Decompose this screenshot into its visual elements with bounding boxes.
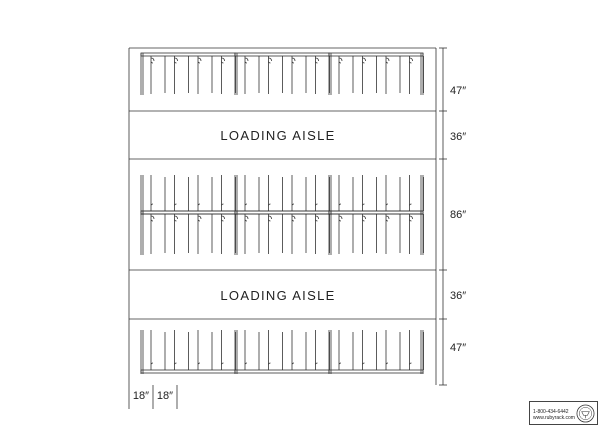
hanger-hook [385,214,390,254]
dimension-label: 36″ [450,290,466,302]
hanger-hook [150,214,155,254]
rack-rail [140,210,236,215]
hanger-hook [197,214,202,254]
rack-unit [140,330,236,374]
rack-units [140,52,424,374]
rack-rail [328,52,424,57]
rack-rail [328,210,424,215]
rack-unit [234,175,330,215]
hanger-hook [409,330,412,370]
dimension-line [439,47,447,386]
hanger-hook [385,330,389,370]
rack-rail [234,369,330,374]
hanger-hook [174,56,178,94]
hanger-hook [221,330,224,370]
rack-rail [328,210,424,215]
hanger-hook [268,214,272,254]
rack-unit [234,210,330,255]
hanger-hook [174,214,178,254]
hanger-hook [197,330,201,370]
rack-rail [234,52,330,57]
rack-unit [328,175,424,215]
hanger-hook [244,56,249,94]
hanger-hook [409,56,413,94]
hanger-hook [291,56,296,94]
ruby-rack-seal-icon [576,404,595,423]
hanger-hook [268,175,271,211]
hanger-hook [362,330,365,370]
hanger-hook [315,56,319,94]
rack-rail [328,369,424,374]
rack-unit [328,210,424,255]
spacing-label: 18″ [133,390,149,402]
hanger-hook [197,175,201,211]
hanger-hook [174,330,177,370]
hanger-hook [174,175,177,211]
hanger-hook [338,56,343,94]
hanger-hook [244,214,249,254]
rack-unit [234,52,330,95]
spacing-dimension-line [128,385,178,409]
hanger-hook [291,175,295,211]
company-phone: 1-800-434-6442 [533,409,569,415]
hanger-hook [150,175,154,211]
rack-rail [234,210,330,215]
hanger-hook [409,214,413,254]
rack-unit [140,210,236,255]
spacing-label: 18″ [157,390,173,402]
rack-rail [140,210,236,215]
hanger-hook [338,175,342,211]
rack-unit [234,330,330,374]
hanger-hook [362,56,366,94]
rack-rail [140,369,236,374]
hanger-hook [221,175,224,211]
hanger-hook [221,56,225,94]
rack-unit [140,52,236,95]
rack-unit [140,175,236,215]
dimension-label: 86″ [450,209,466,221]
hanger-hook [268,330,271,370]
dimension-label: 47″ [450,342,466,354]
rack-rail [234,210,330,215]
company-website: www.rubyrack.com [533,415,575,421]
zone-boundaries [128,47,437,385]
company-logo-box: 1-800-434-6442 www.rubyrack.com [529,401,598,425]
hanger-hook [291,330,295,370]
hanger-hook [315,175,318,211]
dimension-label: 36″ [450,131,466,143]
dimension-label: 47″ [450,85,466,97]
hanger-hook [385,175,389,211]
hanger-hook [409,175,412,211]
hanger-hook [244,330,248,370]
hanger-hook [385,56,390,94]
hanger-hook [315,214,319,254]
hanger-hook [362,175,365,211]
hanger-hook [362,214,366,254]
rack-unit [328,330,424,374]
hanger-hook [221,214,225,254]
hanger-hook [338,330,342,370]
rack-unit [328,52,424,95]
hanger-hook [150,330,154,370]
rack-rail [140,52,236,57]
hanger-hook [315,330,318,370]
loading-aisle-label: LOADING AISLE [220,128,335,143]
hanger-hook [338,214,343,254]
hanger-hook [268,56,272,94]
loading-aisle-label: LOADING AISLE [220,288,335,303]
hanger-hook [150,56,155,94]
hanger-hook [197,56,202,94]
hanger-hook [244,175,248,211]
hanger-hook [291,214,296,254]
